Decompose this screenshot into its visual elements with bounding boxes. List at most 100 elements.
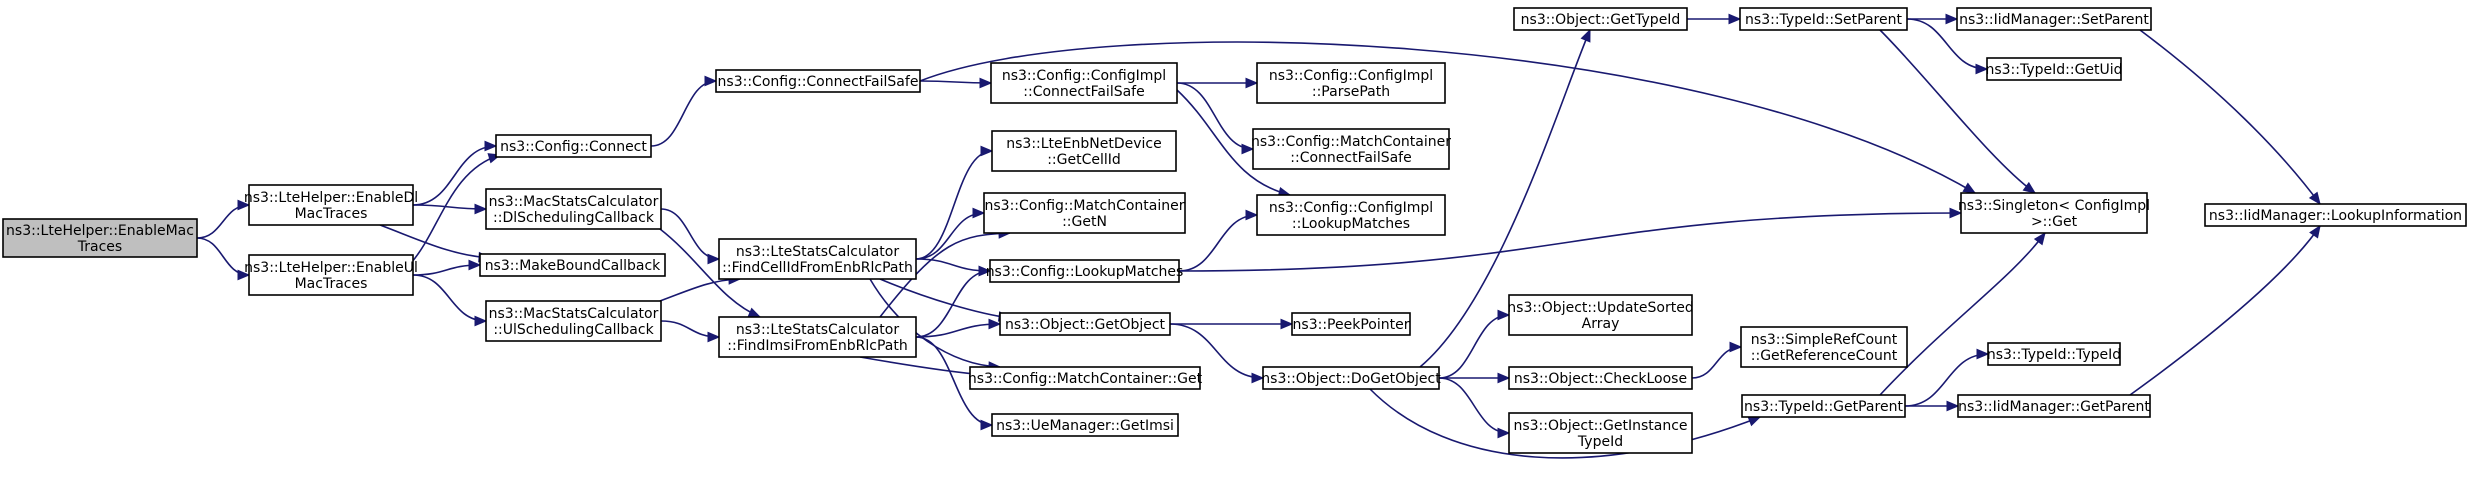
node-box <box>1739 7 1908 31</box>
node-getImsi[interactable]: ns3::UeManager::GetImsi <box>991 413 1179 437</box>
node-box <box>1956 7 2152 31</box>
node-getTypeIdObj[interactable]: ns3::Object::GetTypeId <box>1513 7 1688 31</box>
node-box <box>248 254 414 296</box>
node-box <box>485 188 662 230</box>
node-label: ns3::Config::ConfigImpl <box>1269 68 1433 84</box>
node-typeIdCtor[interactable]: ns3::TypeId::TypeId <box>1987 342 2121 366</box>
node-parsePath[interactable]: ns3::Config::ConfigImpl::ParsePath <box>1256 62 1446 104</box>
node-label: ns3::MacStatsCalculator <box>489 306 659 322</box>
node-label: ns3::TypeId::SetParent <box>1745 12 1902 28</box>
arrowhead-icon <box>474 203 488 215</box>
node-peekPtr[interactable]: ns3::PeekPointer <box>1291 312 1411 336</box>
node-box <box>479 253 666 277</box>
edge-root-to-enUl <box>196 237 251 281</box>
edge-line <box>660 208 720 260</box>
edge-lookupMatches-to-implLookup <box>1178 209 1259 272</box>
node-label: ns3::MacStatsCalculator <box>489 194 659 210</box>
edge-line <box>412 274 487 322</box>
node-getUid[interactable]: ns3::TypeId::GetUid <box>1985 57 2123 81</box>
node-box <box>1513 7 1688 31</box>
node-findCell[interactable]: ns3::LteStatsCalculator::FindCellIdFromE… <box>718 238 917 280</box>
node-dlSched[interactable]: ns3::MacStatsCalculator::DlSchedulingCal… <box>485 188 662 230</box>
node-idmGetParent[interactable]: ns3::IidManager::GetParent <box>1957 394 2151 418</box>
node-setParent[interactable]: ns3::TypeId::SetParent <box>1739 7 1908 31</box>
arrowhead-icon <box>237 269 251 281</box>
edge-line <box>412 145 497 206</box>
arrowhead-icon <box>1962 182 1977 194</box>
arrowhead-icon <box>2309 224 2321 239</box>
node-lookupInfo[interactable]: ns3::IidManager::LookupInformation <box>2204 203 2467 227</box>
node-getObject[interactable]: ns3::Object::GetObject <box>999 312 1171 336</box>
node-mcGet[interactable]: ns3::Config::MatchContainer::Get <box>968 366 1203 390</box>
node-doGetObject[interactable]: ns3::Object::DoGetObject <box>1261 366 1441 390</box>
edge-doGetObject-to-getTypeIdObj <box>1419 28 1591 368</box>
edge-line <box>659 228 761 318</box>
node-mkBound[interactable]: ns3::MakeBoundCallback <box>479 253 666 277</box>
arrowhead-icon <box>1245 209 1259 221</box>
node-ulSched[interactable]: ns3::MacStatsCalculator::UlSchedulingCal… <box>485 300 662 342</box>
node-label: ns3::Config::Connect <box>500 139 647 155</box>
node-tidGetParent[interactable]: ns3::TypeId::GetParent <box>1741 394 1906 418</box>
edge-line <box>1879 232 2046 396</box>
edge-line <box>1178 214 1258 272</box>
node-box <box>1986 57 2122 81</box>
node-box <box>983 192 1186 234</box>
node-label: ns3::TypeId::GetUid <box>1985 62 2122 78</box>
node-cfgConnect[interactable]: ns3::Config::Connect <box>495 134 652 158</box>
arrowhead-icon <box>972 207 986 219</box>
node-label: ::ConnectFailSafe <box>1290 150 1411 166</box>
node-findImsi[interactable]: ns3::LteStatsCalculator::FindImsiFromEnb… <box>718 316 917 358</box>
arrowhead-icon <box>988 318 1002 330</box>
arrowhead-icon <box>2308 191 2321 206</box>
edge-line <box>2139 29 2321 205</box>
node-refCount[interactable]: ns3::SimpleRefCount::GetReferenceCount <box>1740 326 1908 368</box>
edge-line <box>915 336 993 426</box>
edge-line <box>410 154 501 264</box>
node-cfgConnFS[interactable]: ns3::Config::ConnectFailSafe <box>715 69 921 93</box>
node-getCellId[interactable]: ns3::LteEnbNetDevice::GetCellId <box>991 130 1177 172</box>
node-mcConnFS[interactable]: ns3::Config::MatchContainer::ConnectFail… <box>1251 128 1451 170</box>
node-lookupMatches[interactable]: ns3::Config::LookupMatches <box>986 259 1184 283</box>
edge-line <box>196 204 250 239</box>
edge-checkLoose-to-refCount <box>1691 341 1743 379</box>
edge-tidGetParent-to-idmGetParent <box>1905 400 1960 412</box>
node-label: ns3::IidManager::LookupInformation <box>2209 208 2462 224</box>
edge-doGetObject-to-getInstTid <box>1438 377 1511 439</box>
edge-enUl-to-mkBound <box>412 259 482 276</box>
node-checkLoose[interactable]: ns3::Object::CheckLoose <box>1508 366 1693 390</box>
node-box <box>991 413 1179 437</box>
node-label: ::UlSchedulingCallback <box>493 322 654 338</box>
arrowhead-icon <box>1729 341 1743 353</box>
node-label: ns3::LteStatsCalculator <box>736 322 899 338</box>
node-label: ns3::PeekPointer <box>1293 317 1410 333</box>
node-label: Traces <box>77 239 122 255</box>
node-box <box>1508 366 1693 390</box>
node-implLookup[interactable]: ns3::Config::ConfigImpl::LookupMatches <box>1256 194 1446 236</box>
node-label: ns3::Config::MatchContainer::Get <box>968 371 1203 387</box>
node-idmSetParent[interactable]: ns3::IidManager::SetParent <box>1956 7 2152 31</box>
arrowhead-icon <box>2033 231 2046 246</box>
node-label: ns3::Config::ConnectFailSafe <box>718 74 919 90</box>
node-box <box>990 62 1178 104</box>
edge-line <box>859 356 986 376</box>
arrowhead-icon <box>707 253 721 265</box>
node-box <box>715 69 921 93</box>
node-mcGetN[interactable]: ns3::Config::MatchContainer::GetN <box>983 192 1186 234</box>
edge-root-to-enDl <box>196 199 251 239</box>
node-implConnFS[interactable]: ns3::Config::ConfigImpl::ConnectFailSafe <box>990 62 1178 104</box>
node-box <box>999 312 1171 336</box>
node-label: ::ConnectFailSafe <box>1023 84 1144 100</box>
edge-line <box>2129 225 2321 396</box>
node-box <box>991 130 1177 172</box>
arrowhead-icon <box>978 265 992 277</box>
edge-dlSched-to-findCell <box>660 208 721 265</box>
edge-line <box>1906 18 1988 70</box>
arrowhead-icon <box>979 77 993 89</box>
node-singletonGet[interactable]: ns3::Singleton< ConfigImpl >::Get <box>1958 192 2150 234</box>
node-label: ns3::TypeId::GetParent <box>1744 399 1903 415</box>
